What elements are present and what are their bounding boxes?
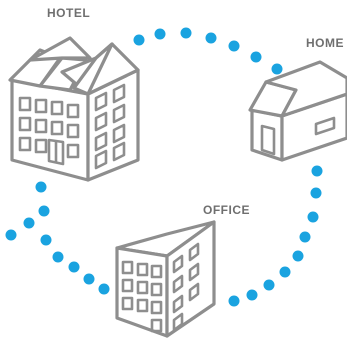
route-dot (35, 181, 47, 193)
hotel-label: HOTEL (47, 6, 90, 20)
route-dot (40, 234, 52, 246)
route-dot (133, 34, 145, 46)
route-dot (311, 165, 323, 177)
route-dot (205, 32, 217, 44)
route-dot (310, 187, 322, 199)
route-dot (250, 51, 262, 63)
route-dot (228, 40, 240, 52)
route-dot (271, 63, 283, 75)
dotted-route (5, 27, 323, 307)
route-dot (98, 283, 110, 295)
route-dot (180, 27, 192, 39)
route-dot (23, 217, 35, 229)
route-dot (263, 279, 275, 291)
route-dot (246, 289, 258, 301)
office-label: OFFICE (203, 203, 250, 217)
route-dot (292, 250, 304, 262)
route-dot (68, 261, 80, 273)
route-dot (5, 229, 17, 241)
home-building-icon (248, 60, 347, 162)
route-dot (38, 205, 50, 217)
hotel-building-icon (8, 36, 140, 182)
route-dot (83, 273, 95, 285)
route-dot (299, 231, 311, 243)
route-dot (279, 266, 291, 278)
route-dot (154, 28, 166, 40)
route-dot (228, 295, 240, 307)
route-dot (307, 211, 319, 223)
office-building-icon (115, 220, 216, 338)
home-label: HOME (306, 36, 344, 50)
route-dot (52, 251, 64, 263)
